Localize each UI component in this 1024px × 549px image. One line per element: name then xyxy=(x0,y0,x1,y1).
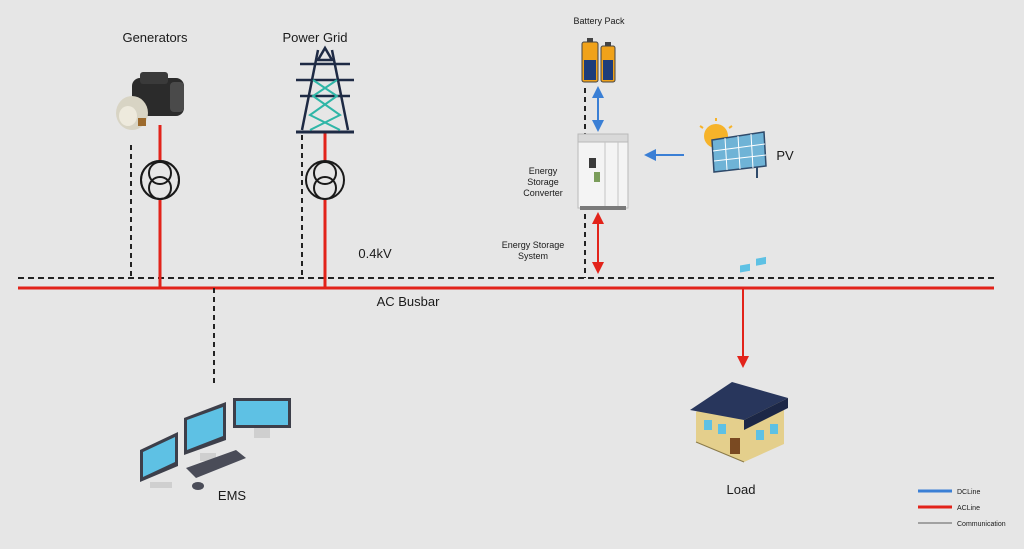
system-label-line2: System xyxy=(518,251,548,261)
converter-label-line2: Storage xyxy=(527,177,559,187)
pv-label: PV xyxy=(776,148,794,163)
power-tower-icon xyxy=(296,45,354,134)
system-label-line1: Energy Storage xyxy=(502,240,565,250)
battery-pack-icon xyxy=(581,38,616,83)
legend-label-communication: Communication xyxy=(957,521,1006,528)
generators-label: Generators xyxy=(122,30,188,45)
ems-label: EMS xyxy=(218,488,247,503)
ems-computers-icon xyxy=(140,398,291,490)
house-icon xyxy=(690,256,788,463)
voltage-label: 0.4kV xyxy=(358,246,392,261)
converter-label-line1: Energy xyxy=(529,166,558,176)
battery-pack-label: Battery Pack xyxy=(573,16,625,26)
energy-storage-converter-icon xyxy=(577,133,629,210)
converter-label-line3: Converter xyxy=(523,188,563,198)
load-label: Load xyxy=(727,482,756,497)
power-grid-label: Power Grid xyxy=(282,30,347,45)
legend-label-dcline: DCLine xyxy=(957,489,980,496)
busbar-label: AC Busbar xyxy=(377,294,441,309)
legend-label-acline: ACLine xyxy=(957,505,980,512)
legend: DCLine ACLine Communication xyxy=(918,489,1006,528)
pv-panel-icon xyxy=(699,118,767,178)
generators-transformer xyxy=(140,160,180,200)
generator-icon xyxy=(116,72,184,130)
power-grid-transformer xyxy=(305,160,345,200)
